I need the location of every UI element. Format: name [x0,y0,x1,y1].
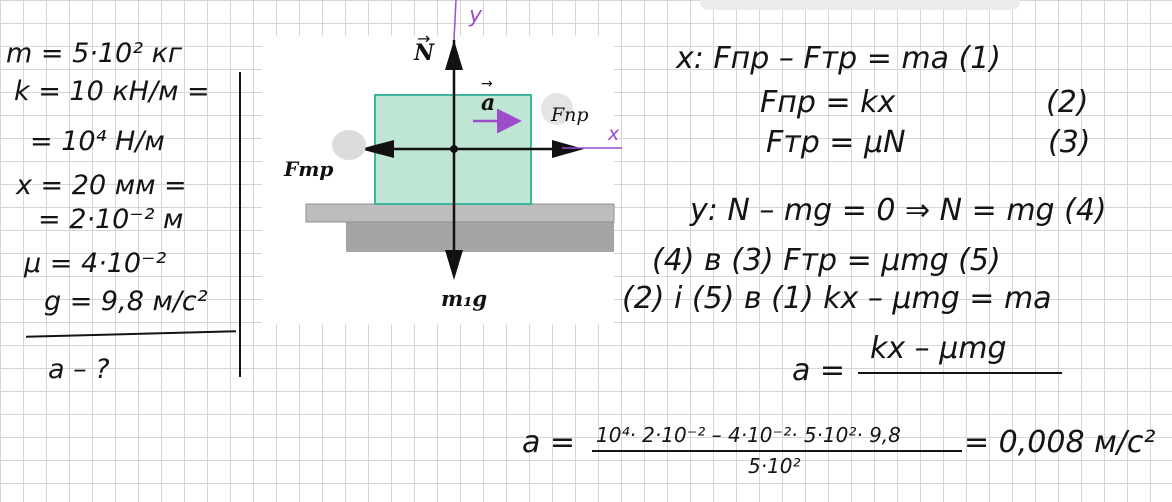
equation-4: y: N – mg = 0 ⇒ N = mg (4) [690,193,1107,228]
gravity-arrowhead [445,250,463,280]
result-numerator: 10⁴· 2·10⁻² – 4·10⁻²· 5·10²· 9,8 [596,423,901,447]
given-divider [239,72,241,377]
friction-smudge [332,130,366,160]
label-mg: m₁g [441,286,487,311]
result-lhs: a = [522,425,576,460]
force-diagram: N → a → Fпр Fтр m₁g y x [262,0,622,324]
find-quantity: a – ? [48,354,110,385]
spring-smudge [541,93,573,125]
given-mass: m = 5·10² кг [6,38,183,69]
formula-numerator: kx – μmg [870,331,1007,366]
equation-2-number: (2) [1046,85,1089,120]
label-N: N [413,40,435,66]
result-fraction-bar [592,450,962,452]
center-point [450,145,458,153]
given-underline [26,330,236,338]
normal-force-arrowhead [445,40,463,70]
label-a-vector-mark: → [481,76,493,92]
table-top [305,203,615,223]
result-denominator: 5·10² [748,454,801,478]
table-base [346,222,614,252]
equation-3-number: (3) [1048,125,1091,160]
top-strip [700,0,1020,10]
given-x-line2: = 2·10⁻² м [38,204,184,235]
spring-force-arrowhead [552,140,584,158]
equation-6: (2) і (5) в (1) kx – μmg = ma [622,281,1052,316]
result-value: = 0,008 м/с² [964,425,1156,460]
formula-fraction-bar [858,372,1062,374]
formula-lhs: a = [792,353,846,388]
label-Fnp: Fпр [550,104,589,126]
given-k-line2: = 10⁴ Н/м [30,126,165,157]
given-x-line1: x = 20 мм = [16,170,187,201]
label-a: a [481,90,495,116]
given-g: g = 9,8 м/с² [44,286,208,317]
friction-force-arrowhead [360,140,394,158]
given-k-line1: k = 10 кН/м = [14,76,210,107]
y-axis-arrow [453,0,457,41]
equation-5: (4) в (3) Fтр = μmg (5) [652,243,1001,278]
equation-1: x: Fпр – Fтр = ma (1) [676,41,1002,76]
label-y-axis: y [468,3,483,28]
label-Ftr: Fтр [283,157,333,181]
equation-3: Fтр = μN [766,125,906,160]
given-mu: μ = 4·10⁻² [24,248,167,279]
label-x-axis: x [607,123,620,145]
equation-2: Fпр = kx [760,85,896,120]
label-N-vector-mark: → [417,29,430,48]
